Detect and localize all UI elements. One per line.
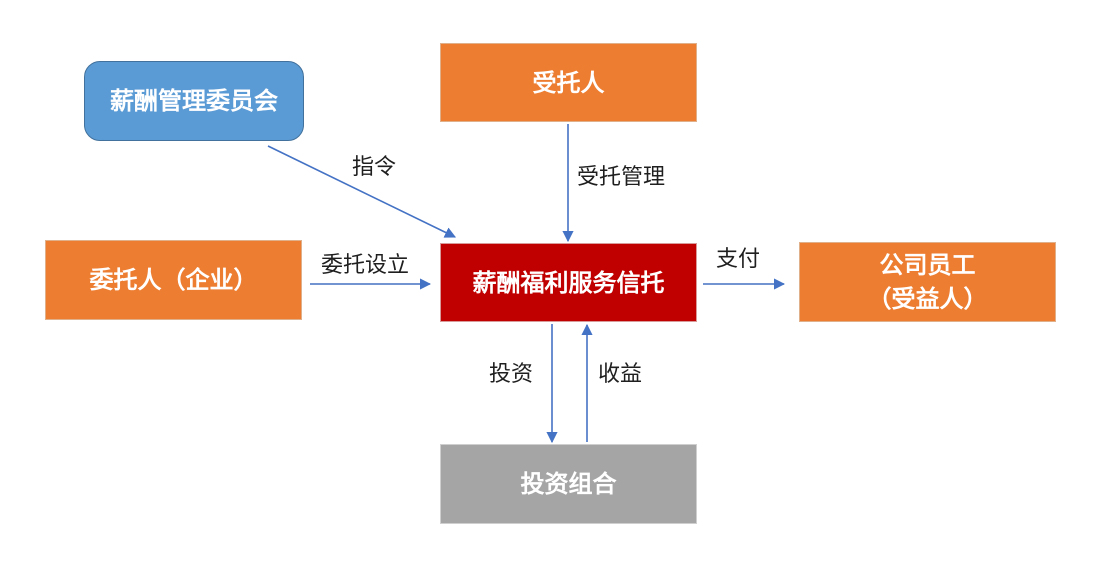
edge-label-returns: 收益 [598,362,643,387]
committee-node: 薪酬管理委员会 [84,61,304,141]
portfolio-node: 投资组合 [440,444,697,524]
committee-label: 薪酬管理委员会 [110,87,278,115]
arrow-committee-to-trust [267,145,457,238]
edge-label-trust-management: 受托管理 [577,165,666,190]
trust-node: 薪酬福利服务信托 [440,243,697,322]
edge-label-payment: 支付 [716,247,761,272]
employees-node: 公司员工 （受益人） [799,242,1056,322]
employees-label-line1: 公司员工 [879,251,976,279]
trustee-node: 受托人 [440,43,697,122]
employees-label-line2: （受益人） [867,285,988,313]
portfolio-label: 投资组合 [520,470,617,498]
trustee-label: 受托人 [532,68,605,97]
edge-label-investment: 投资 [489,362,534,387]
settlor-label: 委托人（企业） [89,266,258,294]
edge-label-establish-trust: 委托设立 [321,253,410,278]
edge-label-instruction: 指令 [352,155,397,180]
settlor-node: 委托人（企业） [45,240,302,320]
trust-label: 薪酬福利服务信托 [472,268,665,297]
